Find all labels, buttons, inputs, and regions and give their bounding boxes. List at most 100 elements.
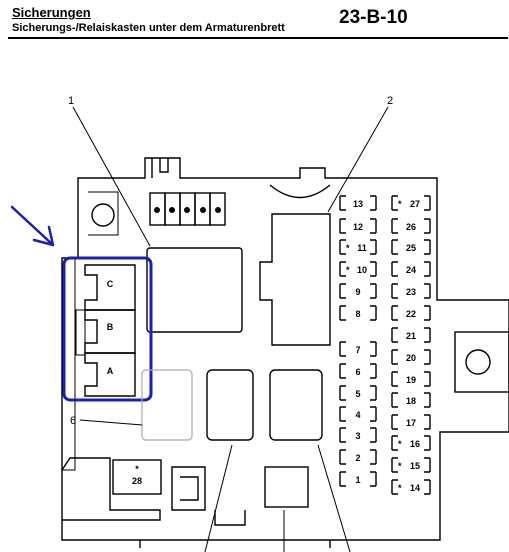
housing-notch xyxy=(269,184,331,199)
relay-label-b: B xyxy=(107,322,114,332)
fuse-27-star: * xyxy=(398,199,402,209)
fuse-15-label: 15 xyxy=(410,461,420,471)
fuse-24: 24 xyxy=(391,261,431,277)
fuse-14-star: * xyxy=(398,483,402,493)
fuse-10-star: * xyxy=(346,265,350,275)
fuse-3: 3 xyxy=(339,427,377,443)
right-screw-bracket xyxy=(454,331,509,393)
mounting-screw-top xyxy=(91,203,115,227)
relay-socket-6 xyxy=(141,369,193,441)
pin-connector xyxy=(149,192,226,226)
fuse-23: 23 xyxy=(391,283,431,299)
fuse-11-star: * xyxy=(346,243,350,253)
fuse-17-label: 17 xyxy=(406,418,416,428)
fuse-21: 21 xyxy=(391,327,431,343)
fuse-column-left: 13 12 * 11 * 10 9 8 7 6 5 4 3 2 1 xyxy=(339,195,377,487)
fuse-2-label: 2 xyxy=(355,453,360,463)
fuse-26: 26 xyxy=(391,218,431,234)
fuse-24-label: 24 xyxy=(406,265,416,275)
fuse-column-right: * 27 26 25 24 23 22 21 20 19 18 17 * 16 * 15 *14 xyxy=(391,195,431,495)
relay-highlight-box xyxy=(62,256,153,402)
fuse-4: 4 xyxy=(339,406,377,422)
mounting-screw-right xyxy=(465,349,491,375)
connector-block xyxy=(259,213,331,346)
callout-6: 6 xyxy=(70,415,76,427)
fuse-8: 8 xyxy=(339,305,377,321)
fuse-20: 20 xyxy=(391,349,431,365)
relay-label-a: A xyxy=(107,366,114,376)
fuse-25: 25 xyxy=(391,239,431,255)
page-subtitle: Sicherungs-/Relaiskasten unter dem Armat… xyxy=(12,22,285,34)
fuse-21-label: 21 xyxy=(406,331,416,341)
fuse-22-label: 22 xyxy=(406,309,416,319)
fuse-12-label: 12 xyxy=(353,222,363,232)
bottom-tabs xyxy=(139,510,331,548)
connector-tab xyxy=(151,158,169,178)
fuse-13-label: 13 xyxy=(353,199,363,209)
fuse-19-label: 19 xyxy=(406,375,416,385)
fuse-2: 2 xyxy=(339,449,377,465)
leader-bottom-right xyxy=(317,444,351,552)
fuse-27-label: 27 xyxy=(410,199,420,209)
fuse-15: * 15 xyxy=(391,457,431,473)
fuse-11: * 11 xyxy=(339,239,377,255)
highlight-arrow-icon xyxy=(10,205,55,247)
callout-2: 2 xyxy=(387,95,393,107)
fuse-23-label: 23 xyxy=(406,287,416,297)
fuse-28-label: 28 xyxy=(132,476,142,486)
bottom-latch xyxy=(61,457,161,521)
leader-bottom-left xyxy=(204,444,233,552)
fuse-6-label: 6 xyxy=(355,367,360,377)
fuse-28 xyxy=(112,459,162,495)
fuse-12: 12 xyxy=(339,218,377,234)
leader-6 xyxy=(79,419,143,426)
callout-1: 1 xyxy=(68,95,74,107)
fuse-16-label: 16 xyxy=(410,439,420,449)
bottom-socket xyxy=(264,466,309,508)
fuse-1-label: 1 xyxy=(355,475,360,485)
fuse-16: * 16 xyxy=(391,435,431,451)
fuse-19: 19 xyxy=(391,371,431,387)
fuse-10-label: 10 xyxy=(357,265,367,275)
fuse-16-star: * xyxy=(398,439,402,449)
fuse-26-label: 26 xyxy=(406,222,416,232)
page-title: Sicherungen xyxy=(12,5,91,20)
fuse-20-label: 20 xyxy=(406,353,416,363)
housing-inner-wall xyxy=(62,258,76,471)
fuse-9: 9 xyxy=(339,283,377,299)
fuse-1: 1 xyxy=(339,471,377,487)
fuse-8-label: 8 xyxy=(355,309,360,319)
fuse-25-label: 25 xyxy=(406,243,416,253)
fuse-4-label: 4 xyxy=(355,410,360,420)
fuse-9-label: 9 xyxy=(355,287,360,297)
fuse-13: 13 xyxy=(339,195,377,211)
fuse-10: * 10 xyxy=(339,261,377,277)
relay-socket-lower-left xyxy=(206,369,254,441)
relay-socket-lower-right xyxy=(269,369,323,441)
fuse-18-label: 18 xyxy=(406,396,416,406)
section-code: 23-B-10 xyxy=(339,7,408,28)
fuse-7-label: 7 xyxy=(355,345,360,355)
fuse-14: *14 xyxy=(391,479,431,495)
header-rule xyxy=(8,37,508,39)
fuse-15-star: * xyxy=(398,461,402,471)
fuse-28-star: * xyxy=(135,464,139,474)
fuse-3-label: 3 xyxy=(355,431,360,441)
fuse-7: 7 xyxy=(339,341,377,357)
fuse-27: * 27 xyxy=(391,195,431,211)
fuse-5: 5 xyxy=(339,385,377,401)
fuse-box-housing xyxy=(61,157,509,541)
fuse-11-label: 11 xyxy=(357,243,367,253)
fuse-6: 6 xyxy=(339,363,377,379)
fuse-5-label: 5 xyxy=(355,389,360,399)
screw-bracket xyxy=(88,191,119,236)
leader-1 xyxy=(72,106,151,247)
relay-stack xyxy=(75,264,136,397)
fuse-17: 17 xyxy=(391,414,431,430)
leader-2 xyxy=(327,106,389,213)
relay-socket-large xyxy=(146,247,243,333)
fuse-22: 22 xyxy=(391,305,431,321)
small-connector xyxy=(171,466,206,511)
